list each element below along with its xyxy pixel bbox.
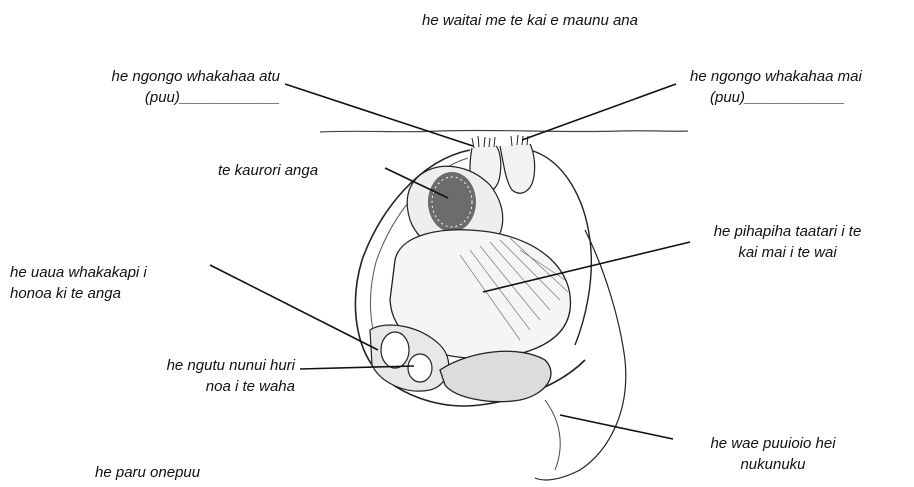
label-line: noa i te waha — [80, 376, 295, 397]
label-line: (puu)____________ — [40, 87, 280, 108]
label-foot: he wae puuioio hei nukunuku — [678, 433, 868, 475]
label-exhalant-siphon: he ngongo whakahaa atu (puu)____________ — [40, 66, 280, 108]
label-inhalant-siphon: he ngongo whakahaa mai (puu)____________ — [690, 66, 905, 108]
label-line: he ngongo whakahaa atu — [40, 66, 280, 87]
label-line: he wae puuioio hei — [678, 433, 868, 454]
label-line: he pihapiha taatari i te — [675, 221, 900, 242]
label-line: he ngongo whakahaa mai — [690, 66, 905, 87]
label-line: kai mai i te wai — [675, 242, 900, 263]
label-gill: he pihapiha taatari i te kai mai i te wa… — [675, 221, 900, 263]
label-shell: te kaurori anga — [218, 160, 318, 181]
adductor-shape — [381, 332, 409, 368]
label-line: honoa ki te anga — [10, 283, 147, 304]
label-line: he uaua whakakapi i — [10, 262, 147, 283]
label-line: (puu)____________ — [690, 87, 905, 108]
sediment-surface-line — [320, 130, 688, 132]
label-substrate: he paru onepuu — [95, 462, 200, 483]
caption-text: he waitai me te kai e maunu ana — [370, 10, 690, 31]
label-line: he ngutu nunui huri — [80, 355, 295, 376]
shell-stippled-region — [428, 172, 476, 232]
diagram-caption: he waitai me te kai e maunu ana — [370, 10, 690, 31]
label-line: nukunuku — [678, 454, 868, 475]
inhalant-siphon-shape — [500, 144, 535, 193]
foot-shape — [440, 351, 551, 401]
label-adductor-muscle: he uaua whakakapi i honoa ki te anga — [10, 262, 147, 304]
palp-shape — [408, 354, 432, 382]
label-line: he paru onepuu — [95, 462, 200, 483]
label-labial-palps: he ngutu nunui huri noa i te waha — [80, 355, 295, 397]
label-line: te kaurori anga — [218, 160, 318, 181]
